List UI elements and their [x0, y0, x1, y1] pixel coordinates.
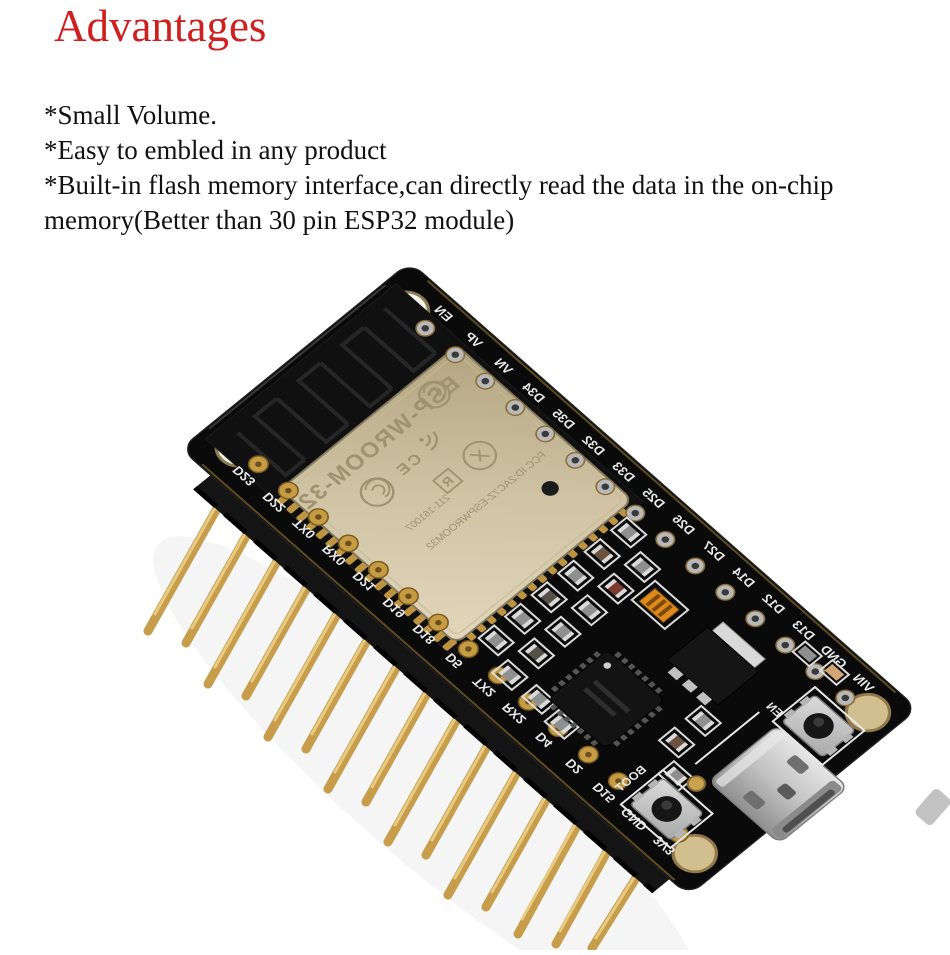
antenna-meander: [236, 306, 438, 478]
micro-usb-port: [711, 728, 845, 841]
certification-logo: [462, 440, 498, 471]
header-pins: [143, 484, 653, 953]
usb-shell-tab: [915, 789, 950, 825]
espressif-logo-2: [359, 477, 395, 507]
shield-dot: [541, 481, 559, 496]
voltage-regulator: [666, 621, 766, 706]
en-button: EN: [763, 685, 866, 767]
header-plastic-strip: [193, 475, 670, 894]
advantages-text: *Small Volume. *Easy to embled in any pr…: [44, 98, 833, 238]
esp32-board: ESP-WROOM-32 CE R: [187, 267, 912, 894]
espressif-logo: [418, 380, 451, 409]
wifi-mark-icon: [419, 431, 438, 451]
orange-component: [638, 587, 680, 624]
pcb-edge-bottom: [201, 463, 676, 881]
smd-components: [477, 516, 851, 793]
photo-shadow: [153, 536, 707, 955]
bullet-line-2: *Easy to embled in any product: [44, 135, 387, 165]
wifi-module: ESP-WROOM-32 CE R: [204, 283, 644, 658]
usb-uart-chip: [549, 651, 663, 747]
bullet-line-4: memory(Better than 30 pin ESP32 module): [44, 205, 515, 235]
chip-pin1-dot: [603, 662, 612, 669]
pcb-edge-left: [208, 284, 387, 430]
pin-pads-upper: [415, 319, 856, 707]
bullet-line-3: *Built-in flash memory interface,can dir…: [44, 170, 834, 200]
page-title: Advantages: [54, 1, 267, 51]
pcb-edge-top: [426, 280, 897, 694]
bullet-line-1: *Small Volume.: [44, 100, 218, 130]
usb-solder-screw: [686, 775, 707, 792]
